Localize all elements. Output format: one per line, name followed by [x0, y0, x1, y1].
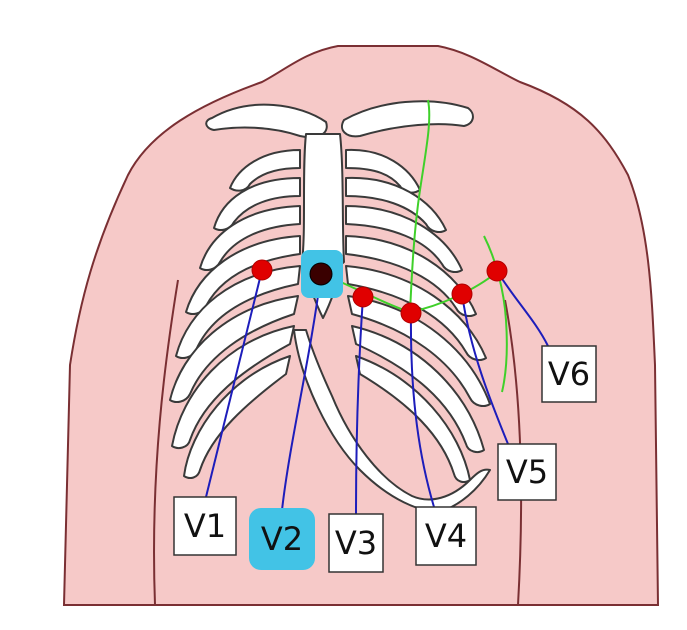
wire-v5 — [461, 293, 509, 445]
label-text-v2: V2 — [261, 520, 303, 558]
lead-label-v1[interactable]: V1 — [173, 496, 237, 556]
label-text-v1: V1 — [184, 507, 226, 545]
lead-label-v6[interactable]: V6 — [541, 345, 597, 403]
label-text-v3: V3 — [335, 524, 377, 562]
lead-label-v4[interactable]: V4 — [415, 506, 477, 566]
electrode-v1[interactable] — [251, 259, 273, 281]
label-highlight-v2 — [249, 508, 315, 570]
label-box-v3 — [328, 513, 384, 573]
label-box-v5 — [497, 443, 557, 501]
label-text-v5: V5 — [506, 453, 548, 491]
wire-v1 — [205, 269, 263, 498]
label-box-v1 — [173, 496, 237, 556]
right-arm-crease — [504, 299, 523, 606]
wire-v3 — [355, 296, 364, 515]
electrode-v5[interactable] — [451, 283, 473, 305]
electrode-v6[interactable] — [486, 260, 508, 282]
label-box-v6 — [541, 345, 597, 403]
wire-v2 — [281, 273, 322, 511]
anterior-axillary-line — [483, 235, 508, 393]
wire-v4 — [409, 312, 435, 508]
lead-label-v3[interactable]: V3 — [328, 513, 384, 573]
lead-labels: V1 V2 V3 V4 V5 V6 — [173, 345, 597, 573]
electrode-v4[interactable] — [400, 302, 422, 324]
label-text-v6: V6 — [548, 355, 590, 393]
lead-label-v2[interactable]: V2 — [249, 508, 315, 570]
lead-wires — [205, 269, 549, 515]
left-arm-crease — [153, 279, 179, 606]
label-text-v4: V4 — [425, 517, 467, 555]
electrodes — [251, 250, 508, 324]
lead-label-v5[interactable]: V5 — [497, 443, 557, 501]
mid-clavicular-line — [409, 99, 431, 313]
electrode-v2[interactable] — [309, 262, 333, 286]
label-box-v4 — [415, 506, 477, 566]
electrode-v3[interactable] — [352, 286, 374, 308]
